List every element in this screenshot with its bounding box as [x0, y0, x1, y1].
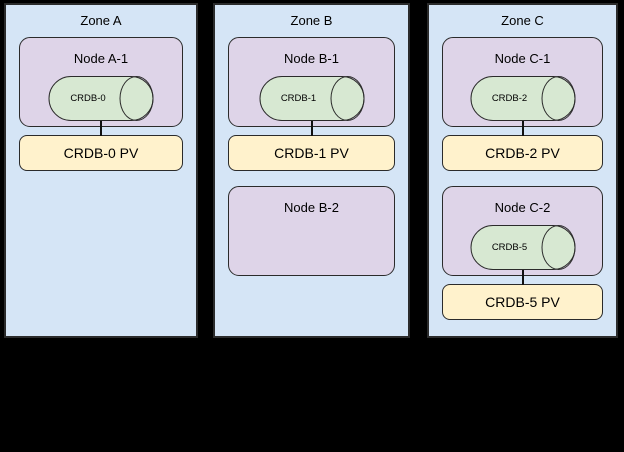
- database-cylinder-crdb-5: CRDB-5: [470, 225, 575, 270]
- database-label: CRDB-2: [491, 93, 528, 104]
- zone-b-container: Zone B Node B-1 CRDB-1 CRDB-1 PV Node B-…: [213, 3, 410, 338]
- connector-line-b1: [310, 121, 313, 136]
- node-b-2: Node B-2: [228, 186, 395, 276]
- node-c-2: Node C-2 CRDB-5: [442, 186, 603, 276]
- zone-a-container: Zone A Node A-1 CRDB-0 CRDB-0 PV: [4, 3, 198, 338]
- pv-crdb-1: CRDB-1 PV: [228, 135, 395, 171]
- zone-c-container: Zone C Node C-1 CRDB-2 CRDB-2 PV Node C-…: [427, 3, 618, 338]
- node-b-1-label: Node B-1: [284, 51, 339, 66]
- connector-line-a1: [100, 121, 102, 136]
- pv-crdb-5: CRDB-5 PV: [442, 284, 603, 320]
- node-b-1: Node B-1 CRDB-1: [228, 37, 395, 127]
- database-cylinder-crdb-2: CRDB-2: [470, 76, 575, 121]
- cylinder-face-icon: [119, 76, 154, 121]
- cylinder-face-icon: [541, 76, 575, 121]
- pv-crdb-0: CRDB-0 PV: [19, 135, 183, 171]
- node-b-2-label: Node B-2: [284, 200, 339, 215]
- node-c-1: Node C-1 CRDB-2: [442, 37, 603, 127]
- database-cylinder-crdb-1: CRDB-1: [259, 76, 364, 121]
- zone-a-title: Zone A: [80, 13, 122, 28]
- node-a-1-label: Node A-1: [73, 51, 129, 66]
- database-label: CRDB-1: [280, 93, 317, 104]
- cylinder-face-icon: [330, 76, 364, 121]
- pv-crdb-2: CRDB-2 PV: [442, 135, 603, 171]
- database-cylinder-crdb-0: CRDB-0: [48, 76, 154, 121]
- database-label: CRDB-5: [491, 242, 528, 253]
- node-c-2-label: Node C-2: [494, 200, 551, 215]
- zone-c-title: Zone C: [501, 13, 544, 28]
- cylinder-face-icon: [541, 225, 575, 270]
- node-a-1: Node A-1 CRDB-0: [19, 37, 183, 127]
- node-c-1-label: Node C-1: [494, 51, 551, 66]
- zone-b-title: Zone B: [290, 13, 333, 28]
- connector-line-c2: [521, 270, 524, 285]
- database-label: CRDB-0: [70, 93, 106, 104]
- connector-line-c1: [521, 121, 524, 136]
